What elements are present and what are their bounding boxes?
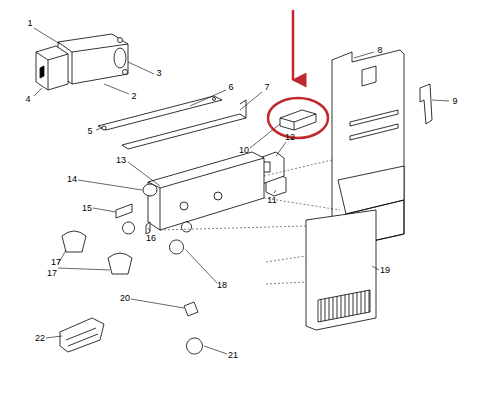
callout-number: 14	[67, 175, 77, 184]
callout-number: 18	[217, 281, 227, 290]
callout-number: 10	[239, 146, 249, 155]
callout-number: 13	[116, 156, 126, 165]
highlight-circle	[268, 98, 328, 138]
callout-number: 1	[27, 19, 32, 28]
highlight-arrow	[292, 10, 295, 80]
callout-number: 17	[47, 269, 57, 278]
callout-number: 3	[156, 69, 161, 78]
callout-number: 4	[25, 95, 30, 104]
callout-number: 17	[51, 258, 61, 267]
callout-number: 21	[228, 351, 238, 360]
callout-number: 5	[87, 127, 92, 136]
callout-number: 9	[452, 97, 457, 106]
callout-number: 19	[380, 266, 390, 275]
callout-number: 16	[146, 234, 156, 243]
callout-number: 22	[35, 334, 45, 343]
callout-number: 2	[131, 92, 136, 101]
callout-number: 7	[264, 83, 269, 92]
callout-number: 15	[82, 204, 92, 213]
callout-number: 12	[285, 133, 295, 142]
callout-number: 8	[377, 46, 382, 55]
callout-number: 20	[120, 294, 130, 303]
callout-number: 6	[228, 83, 233, 92]
callout-number: 11	[267, 196, 276, 205]
